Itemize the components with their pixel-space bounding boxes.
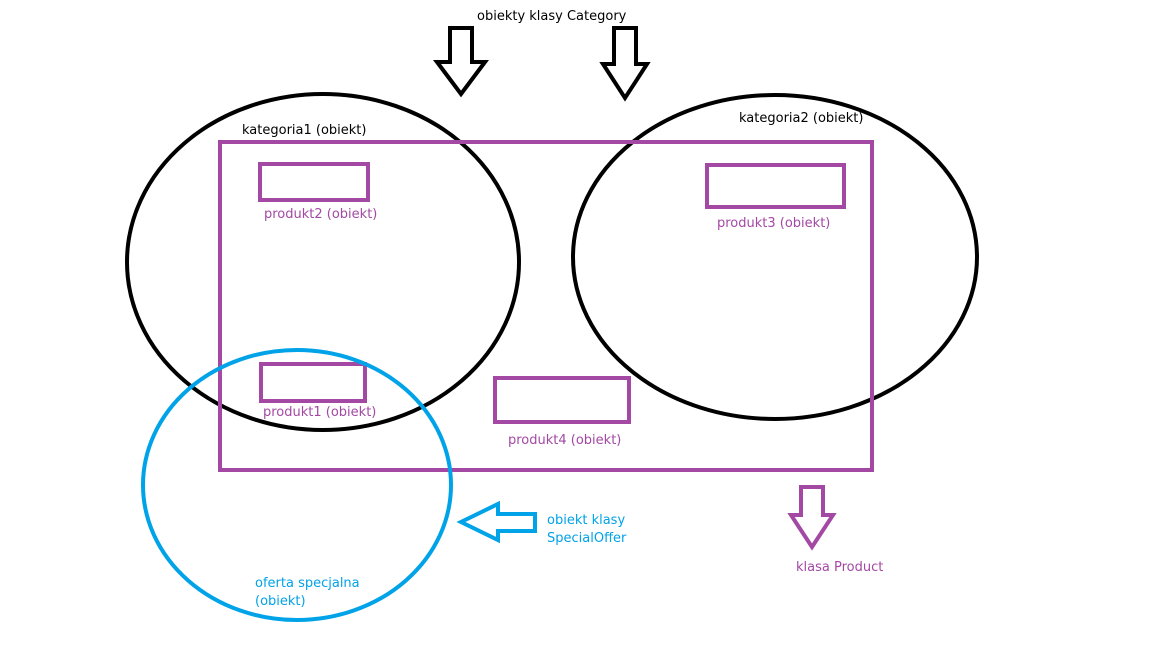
product-class-rect [218, 140, 874, 472]
category-arrow-right-icon [599, 26, 651, 102]
product-class-label: klasa Product [796, 560, 884, 575]
category1-label: kategoria1 (obiekt) [242, 123, 367, 138]
product3-box [705, 163, 846, 209]
special-offer-object-label-line1: oferta specjalna [255, 576, 360, 591]
special-offer-ellipse [141, 348, 453, 622]
special-offer-class-label-line1: obiekt klasy [547, 513, 626, 528]
product4-label: produkt4 (obiekt) [508, 433, 622, 448]
product-class-arrow-icon [787, 485, 837, 551]
category-arrow-left-icon [433, 26, 489, 98]
product3-label: produkt3 (obiekt) [717, 216, 831, 231]
category2-label: kategoria2 (obiekt) [739, 111, 864, 126]
product2-box [258, 162, 370, 202]
product4-box [493, 376, 631, 424]
special-offer-arrow-icon [456, 500, 537, 544]
product2-label: produkt2 (obiekt) [264, 207, 378, 222]
category2-ellipse [571, 93, 979, 421]
product1-box [259, 362, 367, 403]
category-objects-label: obiekty klasy Category [477, 9, 627, 24]
special-offer-class-label-line2: SpecialOffer [547, 531, 627, 546]
special-offer-object-label-line2: (obiekt) [255, 594, 306, 609]
category1-ellipse [125, 92, 521, 432]
product1-label: produkt1 (obiekt) [263, 405, 377, 420]
